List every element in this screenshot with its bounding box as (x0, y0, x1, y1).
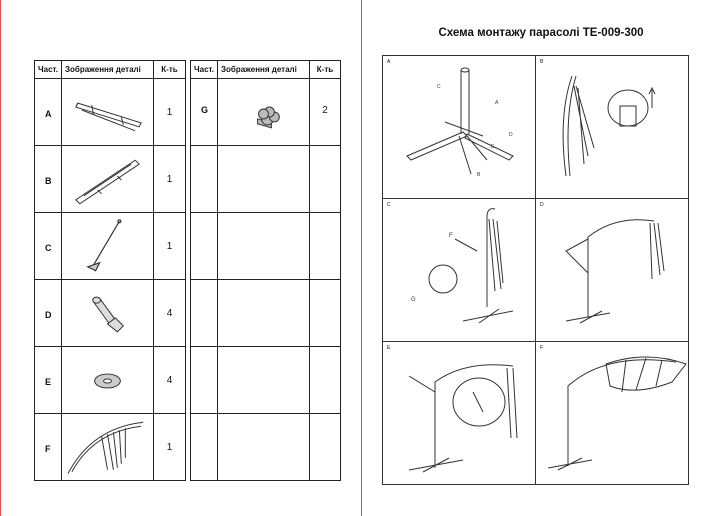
table-row: F 1 (34, 413, 341, 481)
header-image: Зображення деталі (61, 60, 154, 79)
part-label: G (201, 105, 209, 115)
panel-e: E (382, 341, 536, 485)
part-label: E (45, 377, 52, 387)
panel-d: D (535, 198, 689, 342)
page-border (0, 0, 1, 516)
part-qty: 4 (166, 375, 173, 386)
callout-label: G (411, 297, 416, 303)
part-qty: 1 (166, 174, 173, 185)
header-qty: К-ть (153, 60, 186, 79)
header-image-2: Зображення деталі (217, 60, 310, 79)
header-qty-2: К-ть (309, 60, 341, 79)
callout-label: A (495, 100, 499, 106)
base-assembly-diagram: C A D E B (406, 67, 514, 178)
part-label: F (45, 444, 51, 454)
canopy-arm-icon (67, 421, 144, 474)
part-label: C (45, 243, 52, 253)
assembly-grid: A C A D E B (382, 55, 689, 485)
header-part: Част. (34, 60, 62, 79)
part-label: B (45, 176, 52, 186)
part-qty: 4 (166, 308, 173, 319)
part-qty: 1 (166, 107, 173, 118)
part-qty: 1 (166, 442, 173, 453)
table-row: E 4 (34, 346, 341, 414)
part-qty: 1 (166, 241, 173, 252)
callout-label: E (491, 144, 495, 150)
table-row: D 4 (34, 279, 341, 347)
parts-table: Част. Зображення деталі К-ть Част. Зобра… (34, 60, 341, 481)
knob-icon (257, 106, 280, 129)
crank-open-diagram (408, 364, 518, 473)
part-label: A (45, 109, 52, 119)
washer-icon (94, 373, 121, 389)
arm-raise-diagram (565, 219, 665, 324)
table-row: A 1 G 2 (34, 78, 341, 146)
panel-c: C F G (382, 198, 536, 342)
page-title: Схема монтажу парасолі TE-009-300 (438, 27, 644, 39)
table-row: B 1 (34, 145, 341, 213)
callout-label: F (449, 233, 453, 239)
header-part-2: Част. (190, 60, 218, 79)
panel-letter: F (540, 345, 544, 351)
panel-a: A C A D E B (382, 55, 536, 199)
panel-f: F (535, 341, 689, 485)
part-label: D (45, 310, 52, 320)
pole-insert-diagram (562, 75, 656, 177)
part-b-image (75, 159, 140, 205)
panel-letter: B (540, 59, 544, 65)
panel-letter: C (387, 202, 391, 208)
part-qty: 2 (322, 105, 328, 116)
panel-letter: A (387, 59, 391, 65)
callout-label: B (477, 172, 481, 178)
crank-handle-icon (86, 219, 122, 272)
canopy-attach-diagram: F G (411, 208, 514, 324)
callout-label: D (509, 132, 513, 138)
panel-letter: E (387, 345, 391, 351)
part-a-image (75, 102, 142, 132)
panel-b: B (535, 55, 689, 199)
bolt-icon (92, 296, 125, 333)
table-row: C 1 (34, 212, 341, 280)
open-umbrella-diagram (547, 356, 687, 471)
panel-letter: D (540, 202, 544, 208)
callout-label: C (437, 84, 441, 90)
page-divider (361, 0, 362, 516)
